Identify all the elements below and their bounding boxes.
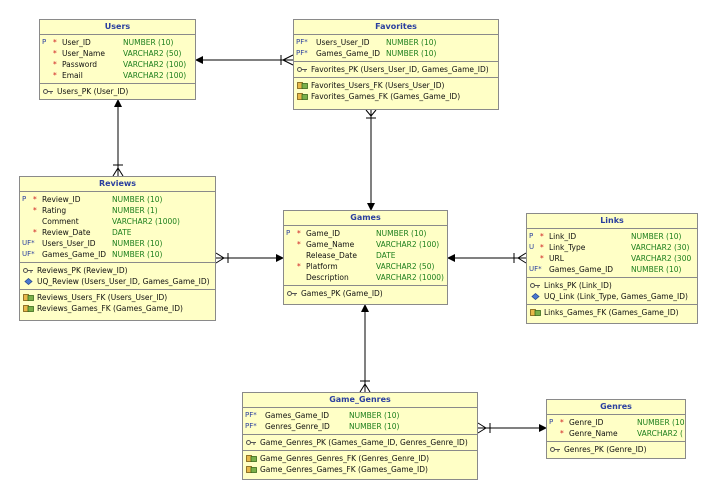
foreign-key-icon bbox=[23, 305, 34, 312]
pk-row[interactable]: Users_PK (User_ID) bbox=[40, 86, 195, 97]
unique-key-icon bbox=[531, 293, 540, 300]
pk-row[interactable]: Games_PK (Game_ID) bbox=[284, 288, 447, 299]
key-icon bbox=[550, 447, 560, 452]
keys-section: Users_PK (User_ID) bbox=[40, 84, 195, 99]
key-icon bbox=[287, 291, 297, 296]
keys-section: Games_PK (Game_ID) bbox=[284, 286, 447, 301]
fk-row[interactable]: Links_Games_FK (Games_Game_ID) bbox=[527, 307, 697, 318]
table-title: Game_Genres bbox=[243, 393, 477, 408]
rel-reviews-games bbox=[215, 252, 284, 264]
rel-links-games bbox=[447, 252, 527, 264]
fk-section: Reviews_Users_FK (Users_User_ID) Reviews… bbox=[20, 290, 215, 316]
key-icon bbox=[23, 268, 33, 273]
fk-row[interactable]: Reviews_Games_FK (Games_Game_ID) bbox=[20, 303, 215, 314]
key-icon bbox=[530, 283, 540, 288]
table-title: Reviews bbox=[20, 177, 215, 192]
foreign-key-icon bbox=[530, 309, 541, 316]
fk-row[interactable]: Game_Genres_Genres_FK (Genres_Genre_ID) bbox=[243, 453, 477, 464]
foreign-key-icon bbox=[246, 455, 257, 462]
pk-row[interactable]: Reviews_PK (Review_ID) bbox=[20, 265, 215, 276]
table-title: Genres bbox=[547, 400, 685, 415]
rel-gamegenres-games bbox=[359, 304, 371, 393]
fk-section: Links_Games_FK (Games_Game_ID) bbox=[527, 305, 697, 320]
fk-section: Game_Genres_Genres_FK (Genres_Genre_ID) … bbox=[243, 451, 477, 477]
fk-row[interactable]: Favorites_Users_FK (Users_User_ID) bbox=[294, 80, 498, 91]
fk-row[interactable]: Game_Genres_Games_FK (Games_Game_ID) bbox=[243, 464, 477, 475]
unique-key-icon bbox=[24, 278, 33, 285]
key-icon bbox=[43, 89, 53, 94]
uq-row[interactable]: UQ_Link (Link_Type, Games_Game_ID) bbox=[527, 291, 697, 302]
fk-row[interactable]: Reviews_Users_FK (Users_User_ID) bbox=[20, 292, 215, 303]
key-icon bbox=[246, 440, 256, 445]
pk-row[interactable]: Links_PK (Link_ID) bbox=[527, 280, 697, 291]
rel-reviews-users bbox=[112, 99, 124, 177]
keys-section: Favorites_PK (Users_User_ID, Games_Game_… bbox=[294, 62, 498, 78]
pk-row[interactable]: Favorites_PK (Users_User_ID, Games_Game_… bbox=[294, 64, 498, 75]
table-title: Users bbox=[40, 20, 195, 35]
pk-row[interactable]: Genres_PK (Genre_ID) bbox=[547, 444, 685, 455]
table-title: Links bbox=[527, 214, 697, 229]
keys-section: Genres_PK (Genre_ID) bbox=[547, 442, 685, 457]
rel-favorites-users bbox=[195, 54, 294, 66]
key-icon bbox=[297, 67, 307, 72]
fk-section: Favorites_Users_FK (Users_User_ID) Favor… bbox=[294, 78, 498, 104]
fk-row[interactable]: Favorites_Games_FK (Games_Game_ID) bbox=[294, 91, 498, 102]
rel-gamegenres-genres bbox=[477, 422, 547, 434]
pk-row[interactable]: Game_Genres_PK (Games_Game_ID, Genres_Ge… bbox=[243, 437, 477, 448]
table-title: Games bbox=[284, 211, 447, 226]
rel-favorites-games bbox=[365, 109, 377, 211]
uq-row[interactable]: UQ_Review (Users_User_ID, Games_Game_ID) bbox=[20, 276, 215, 287]
keys-section: Game_Genres_PK (Games_Game_ID, Genres_Ge… bbox=[243, 435, 477, 451]
foreign-key-icon bbox=[297, 82, 308, 89]
keys-section: Links_PK (Link_ID) UQ_Link (Link_Type, G… bbox=[527, 278, 697, 305]
foreign-key-icon bbox=[246, 466, 257, 473]
foreign-key-icon bbox=[23, 294, 34, 301]
foreign-key-icon bbox=[297, 93, 308, 100]
table-title: Favorites bbox=[294, 20, 498, 35]
keys-section: Reviews_PK (Review_ID) UQ_Review (Users_… bbox=[20, 263, 215, 290]
